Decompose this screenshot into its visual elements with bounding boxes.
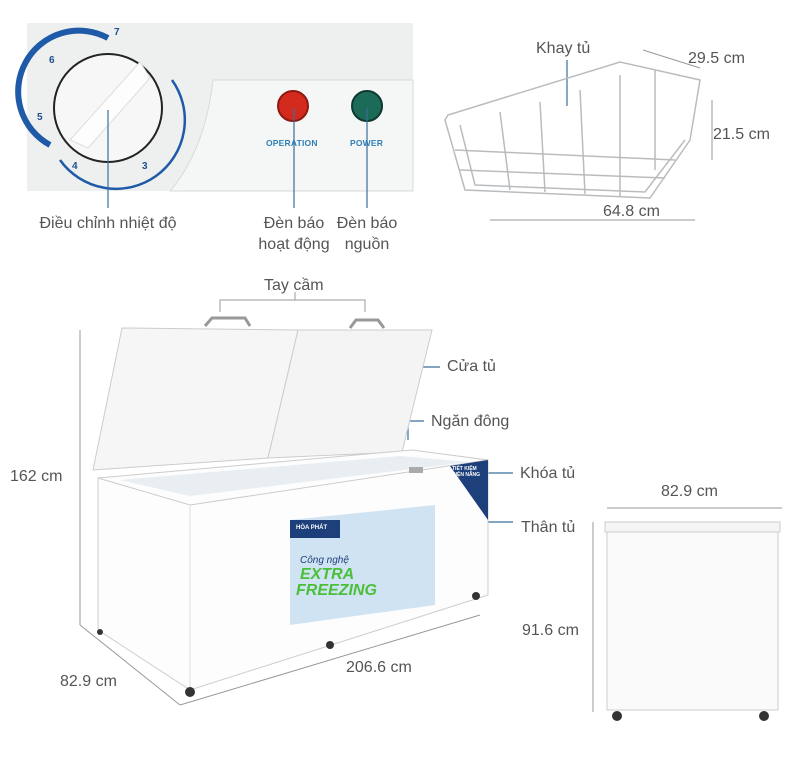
dial-number-3: 3 — [142, 161, 148, 172]
freezer-width: 206.6 cm — [346, 659, 412, 676]
basket-height: 21.5 cm — [713, 126, 770, 143]
operation-light-label: OPERATION — [266, 138, 318, 148]
poster-line2: EXTRA — [300, 566, 355, 583]
energy-badge-text: TIẾT KIỆM ĐIỆN NĂNG — [452, 466, 481, 478]
lock-label: Khóa tủ — [520, 465, 576, 482]
dimension-lines — [79, 49, 782, 712]
right-door — [267, 329, 433, 459]
poster-line1: Công nghệ — [300, 555, 349, 566]
side-width: 82.9 cm — [661, 483, 718, 500]
freezer-height: 162 cm — [10, 468, 63, 485]
energy-badge — [450, 460, 488, 520]
dial-scale — [15, 27, 110, 148]
operation-callout-line2: hoạt động — [258, 236, 330, 253]
power-light-label: POWER — [350, 138, 384, 148]
operation-callout: Đèn báo hoạt động — [244, 213, 344, 255]
dial-number-5: 5 — [37, 112, 43, 123]
left-door — [92, 327, 299, 471]
handle-label: Tay cầm — [264, 277, 324, 294]
compartment-label: Ngăn đông — [431, 413, 510, 430]
dial-number-6: 6 — [49, 55, 55, 66]
power-callout-line1: Đèn báo — [336, 215, 398, 232]
dial-number-7: 7 — [114, 27, 120, 38]
power-callout: Đèn báo nguồn — [327, 213, 407, 255]
body-label: Thân tủ — [521, 519, 576, 536]
operation-callout-line1: Đèn báo — [263, 215, 325, 232]
door-label: Cửa tủ — [447, 358, 496, 375]
freezer-image — [92, 316, 489, 697]
dial-callout: Điều chỉnh nhiệt độ — [39, 215, 177, 232]
freezer-depth: 82.9 cm — [60, 673, 117, 690]
basket-width: 64.8 cm — [603, 203, 660, 220]
brand-logo: HÒA PHÁT — [296, 525, 328, 531]
power-callout-line2: nguồn — [344, 236, 390, 253]
basket-image — [444, 61, 701, 199]
operation-light — [277, 90, 309, 122]
control-panel-photo — [15, 23, 414, 192]
basket-label: Khay tủ — [536, 40, 591, 57]
side-height: 91.6 cm — [522, 622, 579, 639]
poster-line3: FREEZING — [296, 582, 377, 599]
side-view-image — [604, 521, 781, 721]
basket-depth: 29.5 cm — [688, 50, 745, 67]
dial-number-4: 4 — [72, 161, 78, 172]
